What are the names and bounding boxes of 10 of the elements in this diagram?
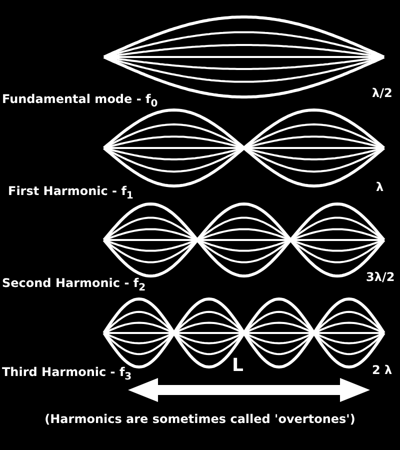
caption: (Harmonics are sometimes called 'overtones') <box>44 412 356 426</box>
mode-label: Second Harmonic - f$_{2}$ <box>2 276 146 296</box>
wavelength-label: 3λ/2 <box>366 270 395 284</box>
mode-label: Fundamental mode - f$_{0}$ <box>2 92 158 112</box>
mode-label: Third Harmonic - f$_{3}$ <box>2 365 132 384</box>
mode-label: First Harmonic - f$_{1}$ <box>8 184 134 204</box>
wavelength-label: 2 λ <box>372 363 392 377</box>
wavelength-label: λ <box>376 180 384 194</box>
length-label: L <box>232 356 244 376</box>
wavelength-label: λ/2 <box>372 86 392 100</box>
